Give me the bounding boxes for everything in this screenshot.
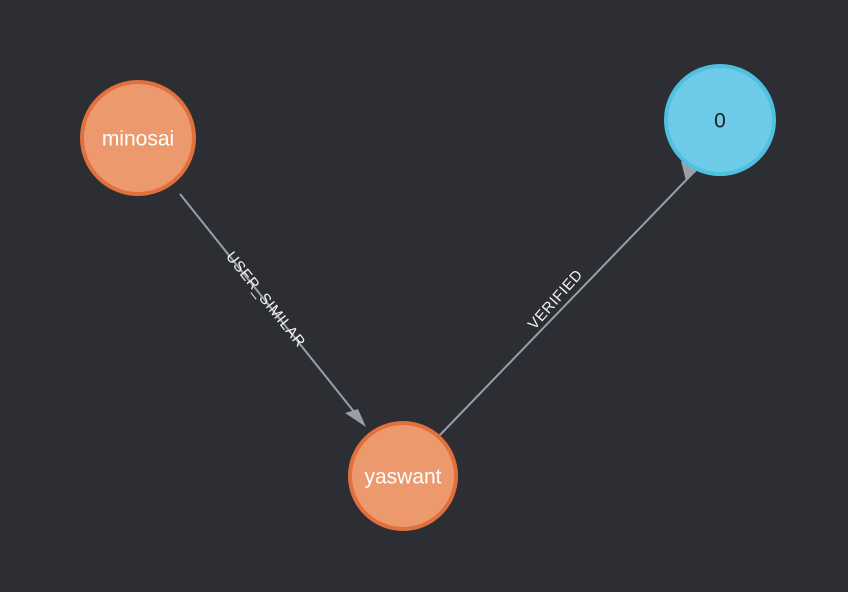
edge-line-verified — [437, 173, 693, 438]
edge-verified[interactable]: VERIFIED — [437, 161, 700, 438]
edge-line-user-similar — [179, 193, 356, 414]
node-label-minosai: minosai — [102, 128, 174, 151]
edge-user-similar[interactable]: USER_SIMILAR — [179, 193, 366, 427]
arrowhead-icon-user-similar — [345, 409, 366, 427]
graph-node-yaswant[interactable]: yaswant — [348, 421, 458, 531]
node-circle-minosai[interactable] — [80, 80, 196, 196]
node-circle-zero[interactable] — [664, 64, 776, 176]
edge-label-user-similar: USER_SIMILAR — [222, 249, 308, 351]
graph-node-minosai[interactable]: minosai — [80, 80, 196, 196]
node-label-zero: 0 — [714, 110, 726, 133]
edge-label-verified: VERIFIED — [525, 266, 587, 333]
node-label-yaswant: yaswant — [364, 466, 441, 489]
node-circle-yaswant[interactable] — [348, 421, 458, 531]
graph-node-zero[interactable]: 0 — [664, 64, 776, 176]
arrowhead-icon-verified — [681, 161, 700, 181]
